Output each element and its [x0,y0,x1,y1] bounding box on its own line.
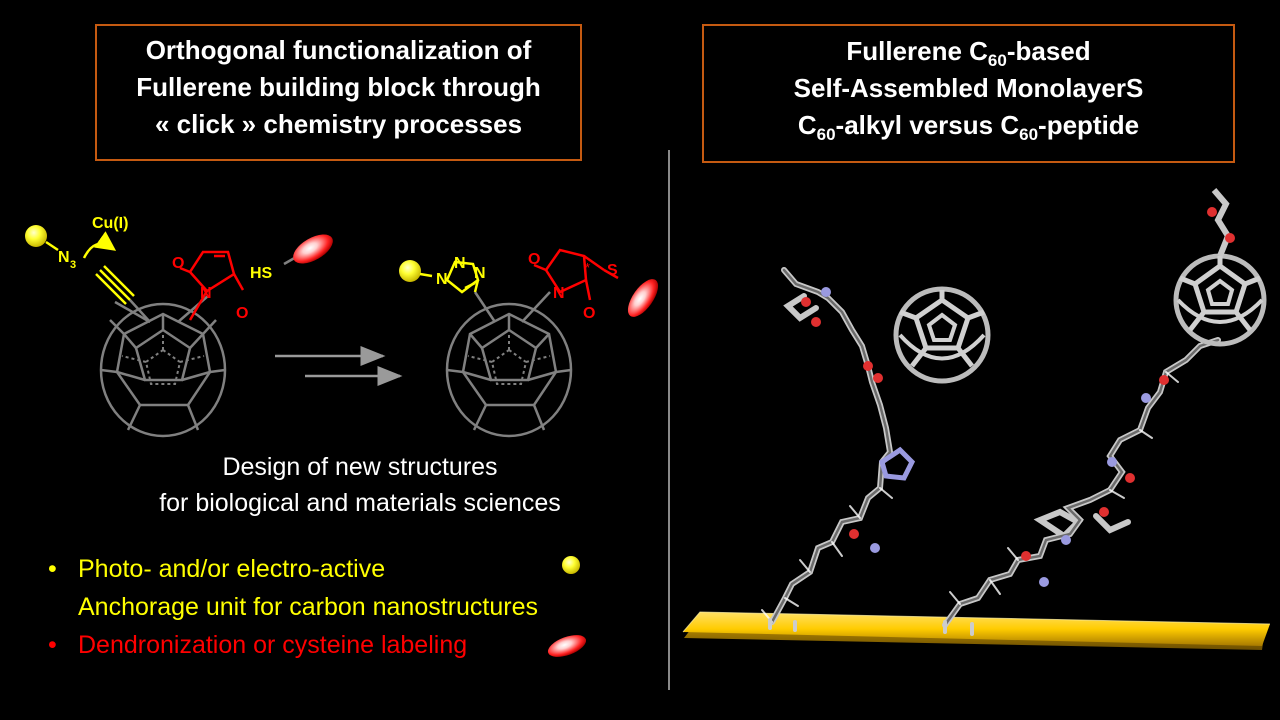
triazole-n: N [474,265,486,282]
design-caption: Design of new structures for biological … [100,449,620,521]
c60-peptide-molecule [942,337,1221,636]
catalyst-label: Cu(I) [92,215,128,232]
right-title-text: Fullerene C [846,36,988,66]
right-title-line-3: C60-alkyl versus C60-peptide [704,107,1233,144]
right-title-text: -alkyl versus C [835,110,1020,140]
left-title-box: Orthogonal functionalization of Fulleren… [95,24,582,161]
bullet-item-anchorage: Anchorage unit for carbon nanostructures [48,588,538,626]
right-title-text: C [797,110,817,140]
maleimide-n: N [200,285,212,302]
right-title-text: -peptide [1038,110,1140,140]
left-title-line-1: Orthogonal functionalization of [145,35,532,65]
right-title-line-2: Self-Assembled MonolayerS [793,73,1144,103]
left-title-line-2: Fullerene building block through [136,72,541,102]
c60-alkyl-molecule [761,267,916,632]
bullet-text: Photo- and/or electro-active [78,555,386,583]
fullerene-left [99,295,227,438]
left-title-line-3: « click » chemistry processes [154,109,523,139]
oxygen-label: O [172,255,184,272]
triazole-n: N [454,255,466,272]
bullet-list: • Photo- and/or electro-active Anchorage… [48,550,538,664]
subscript-60: 60 [1019,125,1039,144]
peptide-top-chain [1211,188,1232,258]
c60-ball-alkyl [893,286,991,384]
oxygen-label: O [236,305,248,322]
triazole-n: N [436,271,448,288]
label-ellipse-icon [293,234,333,264]
right-title-box: Fullerene C60-based Self-Assembled Monol… [702,24,1235,163]
bullet-dot-icon: • [48,631,57,659]
succinimide-group [533,248,619,301]
azide-n: N [58,249,70,266]
sulfur-label: S [607,262,618,279]
c60-ball-peptide [1173,253,1267,347]
design-line-1: Design of new structures [222,453,498,481]
bullet-item-dendronization: • Dendronization or cysteine labeling [48,626,538,664]
design-line-2: for biological and materials sciences [159,489,561,517]
fullerene-right [445,291,573,438]
azide-subscript: 3 [70,259,76,271]
subscript-60: 60 [816,125,836,144]
gold-surface [682,611,1271,650]
stereo-mark: * [585,260,590,275]
bullet-dot-icon: • [48,555,57,583]
oxygen-label: O [583,305,595,322]
subscript-60: 60 [987,51,1007,70]
bullet-text: Anchorage unit for carbon nanostructures [78,593,538,621]
oxygen-label: O [528,251,540,268]
chromophore-dot-icon [25,225,47,247]
bullet-item-photo: • Photo- and/or electro-active [48,550,538,588]
right-title-text: -based [1006,36,1091,66]
bullet-text: Dendronization or cysteine labeling [78,631,468,659]
vertical-divider [668,150,670,690]
maleimide-group [179,250,245,321]
chromophore-dot-icon [399,260,421,282]
triazole-ring [445,260,480,294]
thiol-label: HS [250,265,273,282]
succinimide-n: N [553,285,565,302]
right-title-line-1: Fullerene C60-based [704,33,1233,70]
label-ellipse-icon [627,279,659,317]
